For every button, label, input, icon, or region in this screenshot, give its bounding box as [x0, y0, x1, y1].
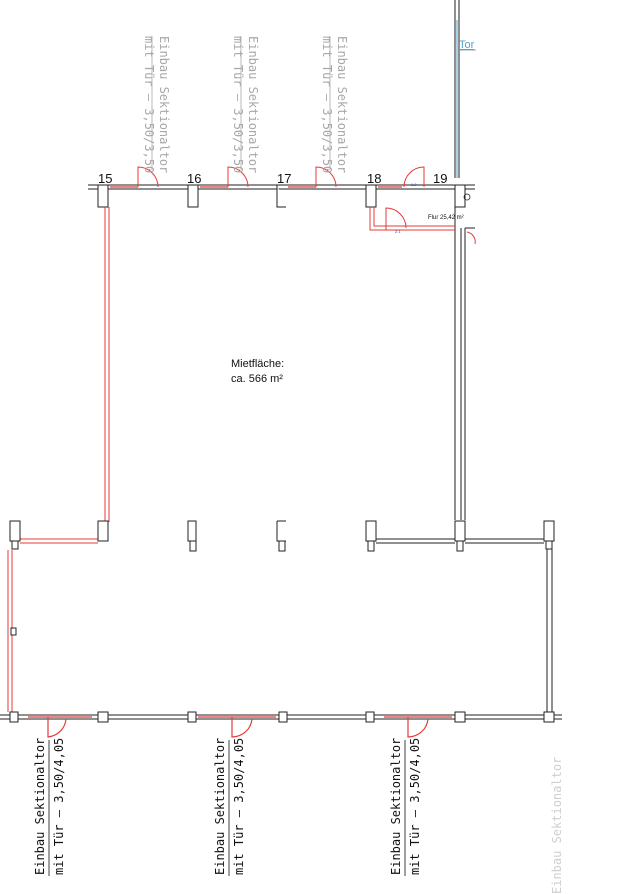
tor-label: Tor — [459, 39, 475, 51]
top-door-label-1-line1: Einbau Sektionaltor — [157, 36, 171, 173]
top-door-label-3-line2: mit Tür – 3,50/3,50 — [320, 36, 334, 173]
top-door-label-3-line1: Einbau Sektionaltor — [335, 36, 349, 173]
upper-right-wall — [454, 0, 475, 520]
bottom-door-label-3-line1: Einbau Sektionaltor — [389, 738, 403, 875]
bottom-door-label-1-line2: mit Tür – 3,50/4,05 — [52, 738, 66, 875]
top-columns — [97, 184, 466, 208]
middle-columns — [9, 520, 555, 636]
top-door-swings — [137, 166, 425, 188]
bottom-door-label-4-partial: Einbau Sektionaltor — [550, 757, 564, 894]
bottom-door-label-2-line2: mit Tür – 3,50/4,05 — [232, 738, 246, 875]
axis-label-18: 18 — [367, 171, 381, 186]
axis-label-15: 15 — [98, 171, 112, 186]
bottom-label-divider-lines — [48, 740, 406, 876]
top-door-label-2-line2: mit Tür – 3,50/3,50 — [231, 36, 245, 173]
axis-label-17: 17 — [277, 171, 291, 186]
bottom-door-label-1-line1: Einbau Sektionaltor — [33, 738, 47, 875]
bottom-red-segments — [28, 716, 452, 738]
top-door-label-1-line2: mit Tür – 3,50/3,50 — [142, 36, 156, 173]
left-partition — [7, 207, 110, 712]
column-marker-19 — [463, 193, 471, 201]
flur-label: Flur 25,42 m² — [428, 215, 464, 221]
top-label-divider-lines — [151, 36, 331, 170]
area-label-line1: Mietfläche: — [231, 358, 284, 370]
axis-label-19: 19 — [433, 171, 447, 186]
grid-axis-labels: 15 16 17 18 19 — [98, 171, 447, 186]
small-mark-2: 2.1 — [395, 229, 401, 234]
top-door-label-2-line1: Einbau Sektionaltor — [246, 36, 260, 173]
bottom-door-label-3-line2: mit Tür – 3,50/4,05 — [408, 738, 422, 875]
area-label-line2: ca. 566 m² — [231, 373, 283, 385]
small-mark-1: 1.0 — [411, 182, 417, 187]
bottom-columns — [9, 711, 555, 723]
bottom-door-label-2-line1: Einbau Sektionaltor — [213, 738, 227, 875]
flur-room — [369, 207, 476, 245]
axis-label-16: 16 — [187, 171, 201, 186]
middle-wall — [376, 538, 553, 712]
